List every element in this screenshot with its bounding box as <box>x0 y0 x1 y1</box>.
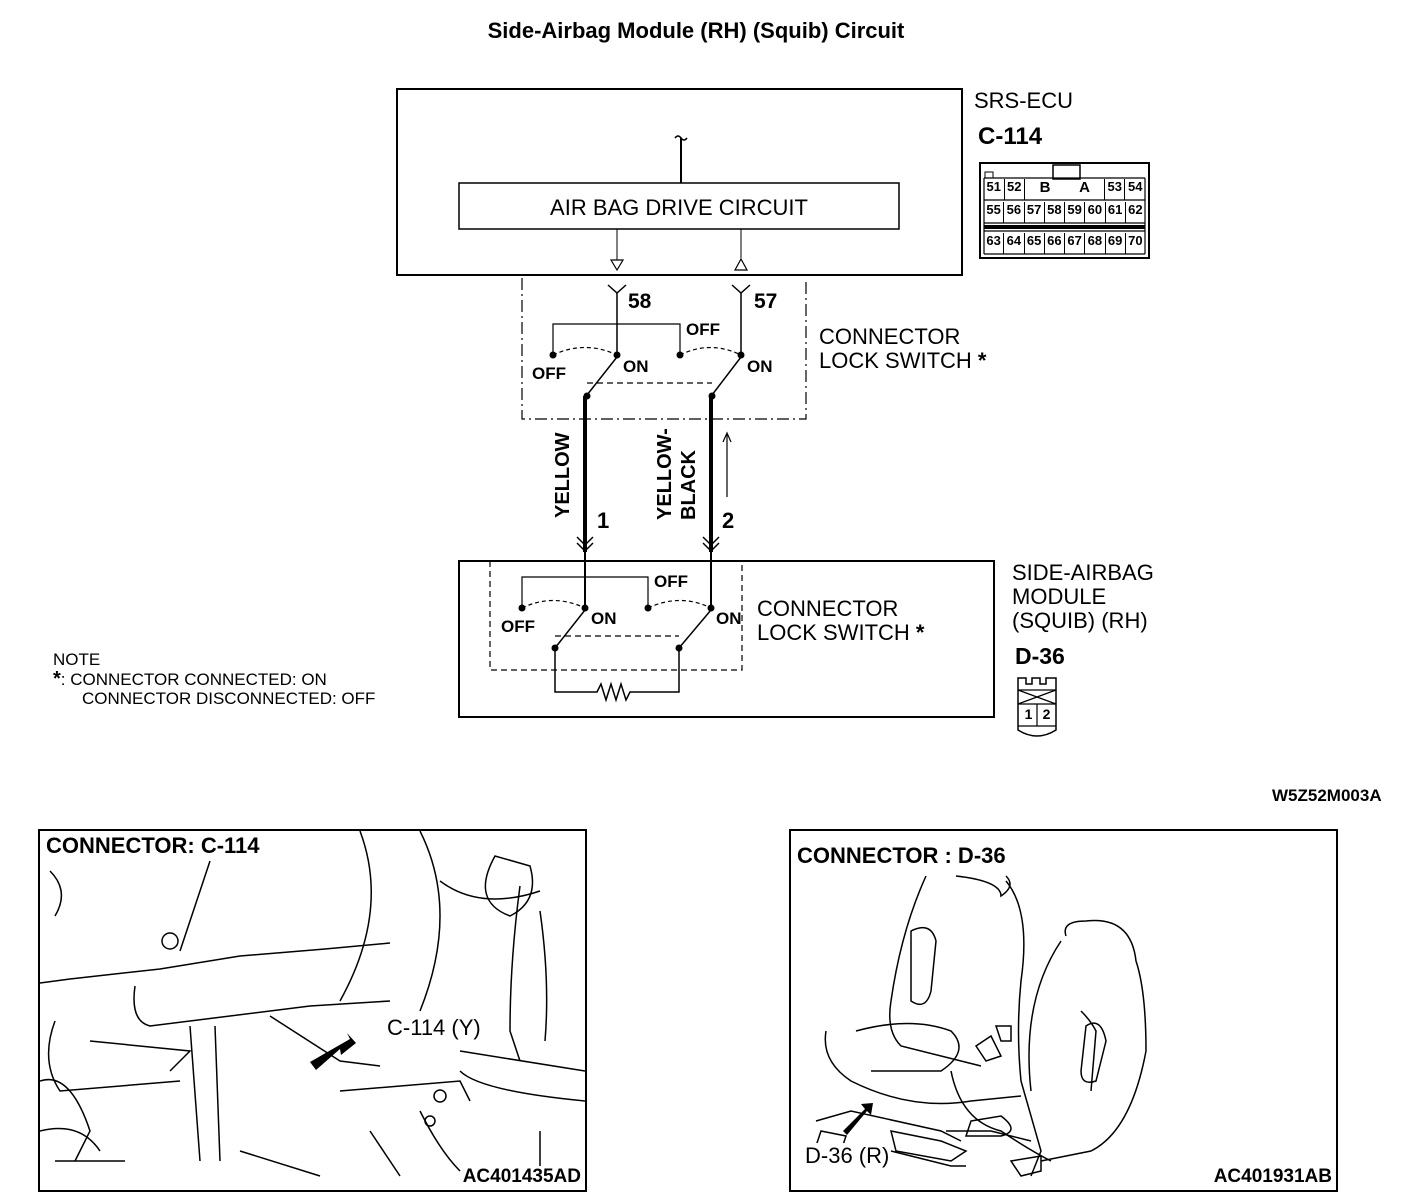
pin-label: 59 <box>1064 202 1084 223</box>
pin-label: 60 <box>1084 202 1104 223</box>
d36-location-callout: D-36 (R) <box>805 1143 890 1169</box>
c114-pin-row-2: 55 56 57 58 59 60 61 62 <box>984 202 1145 223</box>
connector-d36-title: CONNECTOR : D-36 <box>797 843 1010 869</box>
module-switch-on-label-1: ON <box>591 609 617 628</box>
pin-label: 63 <box>986 233 1001 248</box>
pin-57-label: 57 <box>754 290 778 313</box>
lock-switch-text: LOCK SWITCH <box>757 620 910 645</box>
pin-label: 51 <box>986 179 1001 194</box>
pin-label: 70 <box>1124 233 1145 254</box>
side-airbag-module-box <box>458 560 995 718</box>
pin-label: 53 <box>1103 179 1125 200</box>
asterisk-marker: * <box>53 668 61 690</box>
output-arrow-down-icon <box>609 259 625 272</box>
ecu-lock-switch-label-line1: CONNECTOR <box>819 324 961 349</box>
c114-location-callout: C-114 (Y) <box>387 1015 481 1041</box>
d36-connector-id: D-36 <box>1015 643 1065 669</box>
pin-label: A <box>1079 179 1090 196</box>
module-switch-off-label-1: OFF <box>501 617 535 636</box>
pin-label: 68 <box>1084 233 1104 254</box>
module-lock-switch-label-line2: LOCK SWITCH * <box>757 621 924 645</box>
d36-pin-1: 1 <box>1024 706 1033 722</box>
ecu-switch-off-label-2: OFF <box>686 320 720 339</box>
module-name-line3: (SQUIB) (RH) <box>1012 608 1148 633</box>
note-heading: NOTE <box>53 650 101 669</box>
wire-2-connector-icon <box>702 536 720 553</box>
wire-1-connector-icon <box>576 536 594 553</box>
note-connected-text: : CONNECTOR CONNECTED: ON <box>60 670 327 689</box>
c114-connector-face-icon <box>979 162 1150 259</box>
wire-2-color-label-line1: YELLOW- <box>654 428 676 520</box>
ecu-switch-blade-2 <box>711 356 742 396</box>
pin-label: 67 <box>1064 233 1084 254</box>
air-bag-drive-circuit-box <box>458 182 900 230</box>
module-name-line2: MODULE <box>1012 584 1107 609</box>
pin-58-label: 58 <box>628 290 652 313</box>
srs-ecu-box <box>396 88 963 276</box>
module-switch-blade-1 <box>554 609 586 649</box>
asterisk-marker: * <box>977 348 987 373</box>
ecu-switch-blade-1 <box>586 356 618 396</box>
diagram-title: Side-Airbag Module (RH) (Squib) Circuit <box>487 18 905 43</box>
module-name-line1: SIDE-AIRBAG <box>1012 560 1154 585</box>
connector-c114-title: CONNECTOR: C-114 <box>46 833 264 859</box>
circuit-schematic <box>396 88 1150 737</box>
note-line-1: *: CONNECTOR CONNECTED: ON <box>53 668 327 690</box>
pin-label: 62 <box>1124 202 1145 223</box>
pin-58-terminal-icon <box>607 284 627 295</box>
pin-label: 66 <box>1043 233 1064 254</box>
d36-figure-code: AC401931AB <box>1213 1166 1332 1188</box>
pin-label: 58 <box>1043 202 1064 223</box>
d36-connector-face-icon <box>1017 677 1057 737</box>
module-lock-switch-label-line1: CONNECTOR <box>757 596 899 621</box>
ecu-switch-on-label-2: ON <box>747 357 773 376</box>
c114-figure-code: AC401435AD <box>462 1166 581 1188</box>
ecu-lock-switch-boundary <box>521 278 807 420</box>
pin-label: 61 <box>1104 202 1125 223</box>
dashboard-console-drawing <box>40 831 585 1177</box>
pin-label: 69 <box>1104 233 1125 254</box>
seat-drawing <box>815 875 1147 1177</box>
ecu-lock-switch-label-line2: LOCK SWITCH * <box>819 349 986 373</box>
c114-pin-row-3: 63 64 65 66 67 68 69 70 <box>984 233 1145 254</box>
ecu-switch-off-label-1: OFF <box>532 364 566 383</box>
air-bag-drive-circuit-label: AIR BAG DRIVE CIRCUIT <box>550 195 808 220</box>
module-switch-off-label-2: OFF <box>654 572 688 591</box>
pin-label: 54 <box>1124 179 1145 200</box>
d36-pointer-arrow-icon <box>843 1103 873 1135</box>
pin-label: 52 <box>1003 179 1025 200</box>
input-arrow-up-icon <box>733 257 749 271</box>
module-switch-on-label-2: ON <box>716 609 742 628</box>
lock-switch-text: LOCK SWITCH <box>819 348 972 373</box>
pin-label: 65 <box>1023 233 1044 254</box>
wire-1-color-label: YELLOW <box>552 432 574 518</box>
pin-label: 55 <box>986 202 1001 217</box>
c114-pin-row-1: 51 52 B A 53 54 <box>984 179 1145 200</box>
connector-d36-illustration: CONNECTOR : D-36 D-36 (R) AC401931AB <box>789 829 1338 1192</box>
d36-pin-2: 2 <box>1042 706 1051 722</box>
module-lock-switch-boundary <box>489 561 743 671</box>
wire-1-terminal-label: 1 <box>597 508 610 533</box>
asterisk-marker: * <box>915 620 925 645</box>
wire-2-color-label-line2: BLACK <box>678 450 700 520</box>
tilde-icon <box>674 135 688 141</box>
wire-2-terminal-label: 2 <box>722 508 735 533</box>
ecu-switch-on-label-1: ON <box>623 357 649 376</box>
pin-label: 56 <box>1003 202 1023 223</box>
srs-ecu-label: SRS-ECU <box>974 88 1074 113</box>
pin-label: B <box>1024 179 1065 200</box>
note-line-2: CONNECTOR DISCONNECTED: OFF <box>82 689 376 708</box>
c114-connector-id: C-114 <box>978 123 1043 150</box>
diagram-code: W5Z52M003A <box>1272 786 1382 805</box>
module-switch-blade-2 <box>678 609 712 649</box>
pin-label: 57 <box>1023 202 1044 223</box>
squib-resistor-icon <box>554 648 680 703</box>
connector-c114-illustration: CONNECTOR: C-114 C-114 (Y) AC401435AD <box>38 829 587 1192</box>
c114-pointer-arrow-icon <box>310 1033 356 1070</box>
pin-57-terminal-icon <box>731 284 751 295</box>
pin-label: 64 <box>1003 233 1023 254</box>
